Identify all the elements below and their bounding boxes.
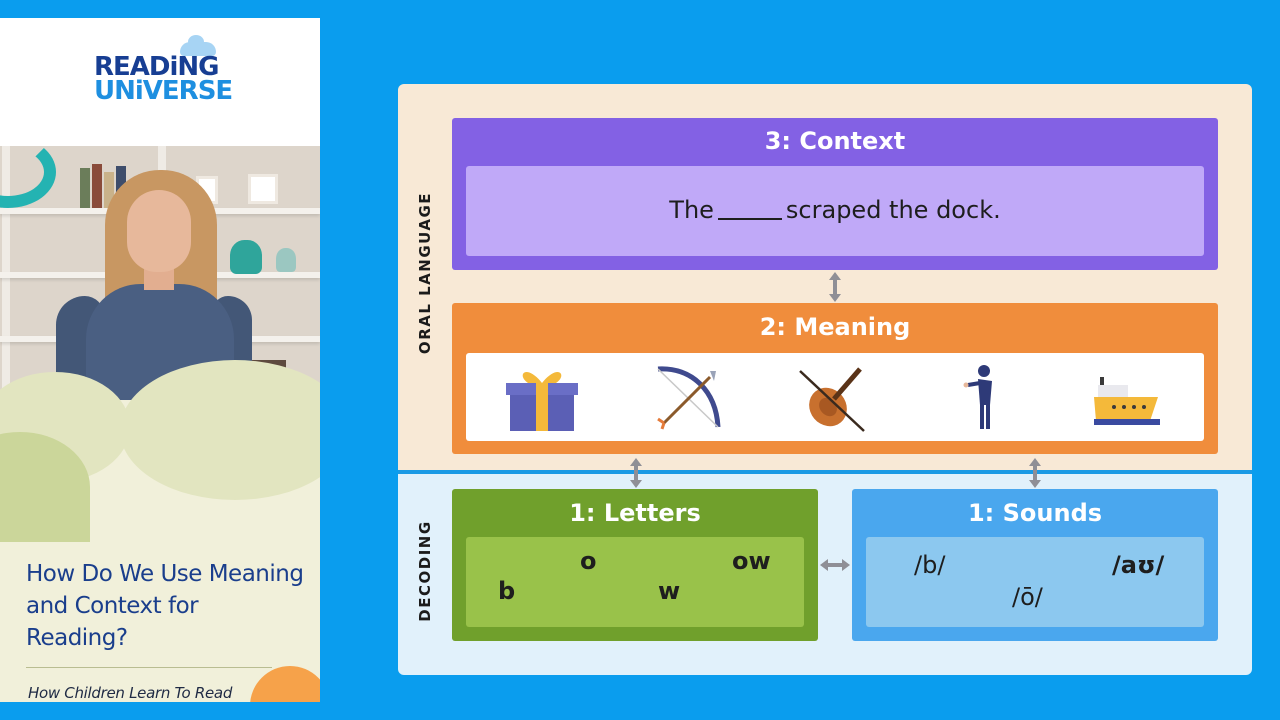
divider: [26, 667, 272, 668]
lesson-title: How Do We Use Meaning and Context for Re…: [26, 561, 304, 651]
letter-ow: ow: [732, 547, 771, 575]
letter-o: o: [580, 547, 597, 575]
context-box: 3: Context The scraped the dock.: [452, 118, 1218, 270]
logo-line-2: UNiVERSE: [94, 76, 233, 106]
sounds-panel: /b/ /ō/ /aʊ/: [866, 537, 1204, 627]
sound-o: /ō/: [1012, 583, 1043, 611]
meaning-box: 2: Meaning: [452, 303, 1218, 454]
sentence-blank: [717, 218, 782, 220]
violin-bow-icon: [799, 367, 865, 432]
series-name: How Children Learn To Read: [28, 684, 233, 702]
sound-ow: /aʊ/: [1112, 551, 1165, 579]
context-sentence-panel: The scraped the dock.: [466, 166, 1204, 256]
sounds-heading: 1: Sounds: [967, 499, 1103, 527]
meaning-icons-panel: [466, 353, 1204, 441]
meaning-heading: 2: Meaning: [759, 313, 911, 341]
sounds-box: 1: Sounds /b/ /ō/ /aʊ/: [852, 489, 1218, 641]
bowing-person-icon: [963, 365, 992, 429]
double-arrow-icon: [820, 559, 850, 571]
sentence-start: The: [669, 196, 714, 224]
band-divider: [398, 470, 1252, 474]
letters-heading: 1: Letters: [569, 499, 701, 527]
reading-model-diagram: ORAL LANGUAGE DECODING 3: Context The scr…: [398, 84, 1252, 675]
lesson-info: How Do We Use Meaning and Context for Re…: [0, 360, 320, 702]
context-sentence: The scraped the dock.: [466, 196, 1204, 224]
double-arrow-icon: [1029, 458, 1041, 488]
decoding-label: DECODING: [416, 520, 434, 622]
double-arrow-icon: [829, 272, 841, 302]
bow-and-arrow-icon: [657, 366, 721, 430]
boat-icon: [1094, 377, 1160, 425]
oral-language-label: ORAL LANGUAGE: [416, 191, 434, 355]
letters-panel: b o w ow: [466, 537, 804, 627]
double-arrow-icon: [630, 458, 642, 488]
reading-universe-logo: READiNG UNiVERSE: [0, 18, 320, 146]
letter-w: w: [658, 577, 681, 605]
letters-box: 1: Letters b o w ow: [452, 489, 818, 641]
gift-icon: [506, 372, 578, 431]
sound-b: /b/: [914, 551, 946, 579]
lesson-sidebar: READiNG UNiVERSE: [0, 18, 320, 702]
context-heading: 3: Context: [764, 127, 906, 155]
sentence-end: scraped the dock.: [785, 196, 1001, 224]
logo-line-1: READiNG: [94, 52, 219, 82]
cloud-icon: [180, 35, 216, 56]
letter-b: b: [498, 577, 516, 605]
